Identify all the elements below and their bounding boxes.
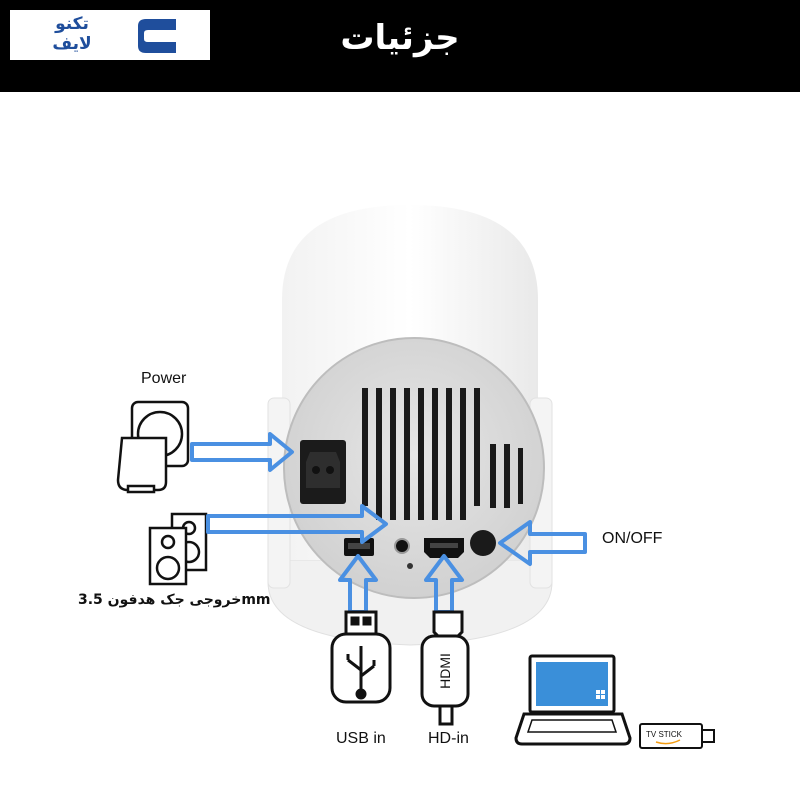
audio-arrow <box>206 504 388 544</box>
brand-line-1: تکنو <box>55 14 89 34</box>
usb-arrow <box>338 554 378 614</box>
hdmi-icon <box>420 610 470 726</box>
audio-port <box>394 538 410 554</box>
audio-out-label: خروجی جک هدفون 3.5mm <box>78 592 271 608</box>
speaker-icon <box>148 512 208 586</box>
brand-logo: تکنو لایف <box>10 10 210 60</box>
arrows <box>190 432 587 614</box>
brand-line-2: لایف <box>52 34 92 54</box>
ir-sensor <box>407 563 413 569</box>
usb-in-label: USB in <box>336 730 386 747</box>
hdmi-connector-label: HDMI <box>437 653 453 689</box>
power-button <box>470 530 496 556</box>
windows-logo-icon <box>596 690 605 699</box>
usb-icon <box>330 610 392 704</box>
hd-in-label: HD-in <box>428 730 469 747</box>
vent-grille <box>362 388 523 520</box>
brand-mark-icon <box>138 19 177 53</box>
power-arrow <box>190 432 294 472</box>
brand-name: تکنو لایف <box>32 14 112 54</box>
hdmi-arrow <box>424 554 464 614</box>
power-inlet <box>300 440 346 504</box>
tv-stick-label: TV STICK <box>646 730 683 739</box>
projector-device <box>267 205 553 646</box>
header-bar: تکنو لایف جزئیات <box>0 0 800 92</box>
power-socket-icon <box>116 400 190 494</box>
connection-diagram: HDMI TV STICK <box>116 205 715 749</box>
page-title: جزئیات <box>340 18 460 58</box>
onoff-label: ON/OFF <box>602 530 663 547</box>
tv-stick-icon <box>639 723 715 749</box>
laptop-icon <box>514 654 632 746</box>
onoff-arrow <box>498 520 587 566</box>
power-label: Power <box>141 370 187 387</box>
